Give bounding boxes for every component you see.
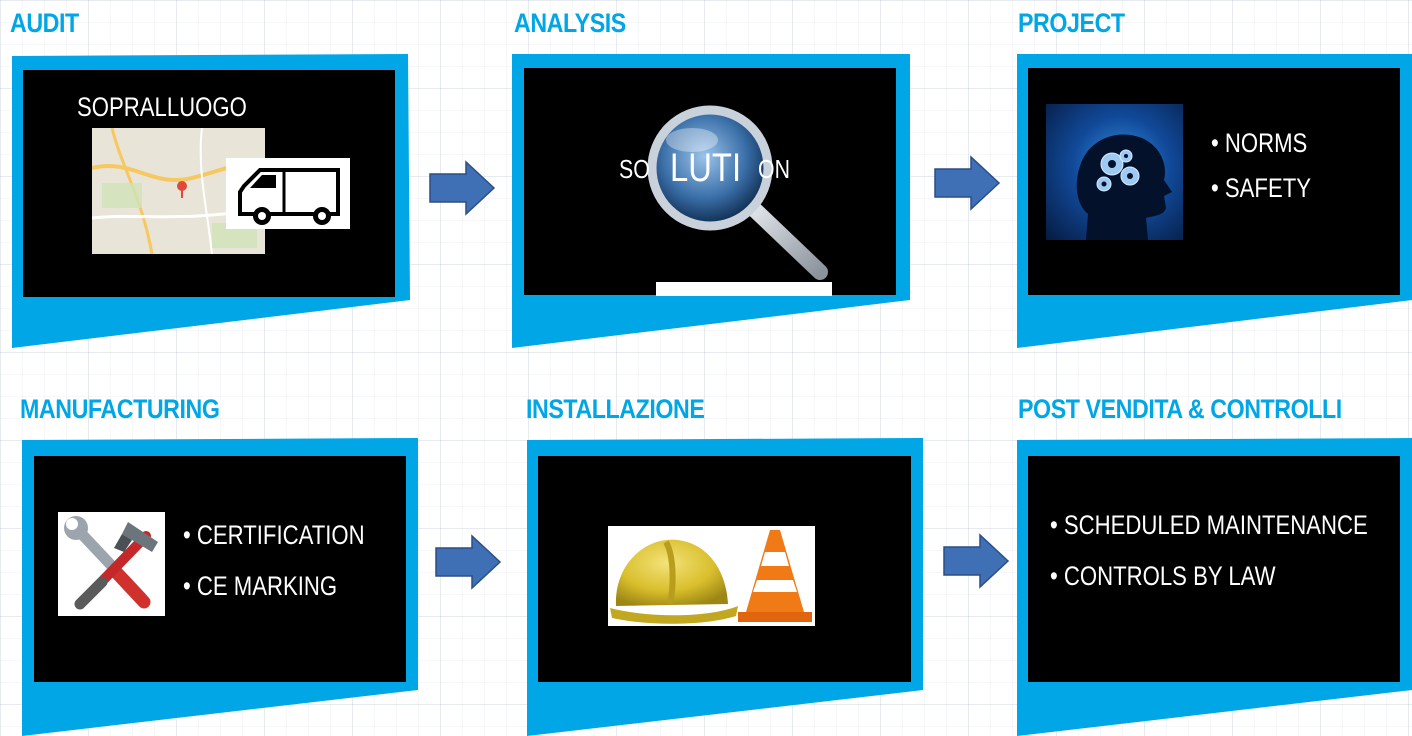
magnifier-icon — [647, 105, 828, 280]
arrow-right-icon — [943, 533, 1010, 589]
project-line-2: • SAFETY — [1211, 173, 1312, 203]
post-vendita-line-2: • CONTROLS BY LAW — [1050, 561, 1276, 591]
traffic-cone-icon — [738, 530, 812, 622]
hard-hat-icon — [610, 539, 738, 624]
arrow-right-icon — [429, 160, 496, 216]
step-title-analysis: ANALYSIS — [514, 8, 626, 38]
manufacturing-line-2: • CE MARKING — [183, 571, 338, 601]
image-strip — [656, 282, 832, 296]
solution-left: SO — [619, 154, 650, 184]
post-vendita-line-1: • SCHEDULED MAINTENANCE — [1050, 510, 1368, 540]
step-title-audit: AUDIT — [10, 8, 79, 38]
step-title-project: PROJECT — [1018, 8, 1125, 38]
step-title-installazione: INSTALLAZIONE — [526, 394, 705, 424]
safety-equipment-image — [608, 526, 815, 626]
tools-icon — [58, 512, 165, 616]
project-line-1: • NORMS — [1211, 128, 1308, 158]
van-icon — [226, 158, 350, 229]
arrow-right-icon — [934, 155, 1001, 211]
step-title-post-vendita: POST VENDITA & CONTROLLI — [1018, 394, 1342, 424]
head-gears-icon — [1046, 104, 1183, 240]
audit-label: SOPRALLUOGO — [77, 92, 247, 122]
card-screen — [1028, 456, 1400, 682]
manufacturing-line-1: • CERTIFICATION — [183, 520, 365, 550]
step-title-manufacturing: MANUFACTURING — [20, 394, 220, 424]
solution-mid: LUTI — [670, 146, 742, 190]
solution-right: ON — [758, 154, 790, 184]
arrow-right-icon — [435, 534, 502, 590]
